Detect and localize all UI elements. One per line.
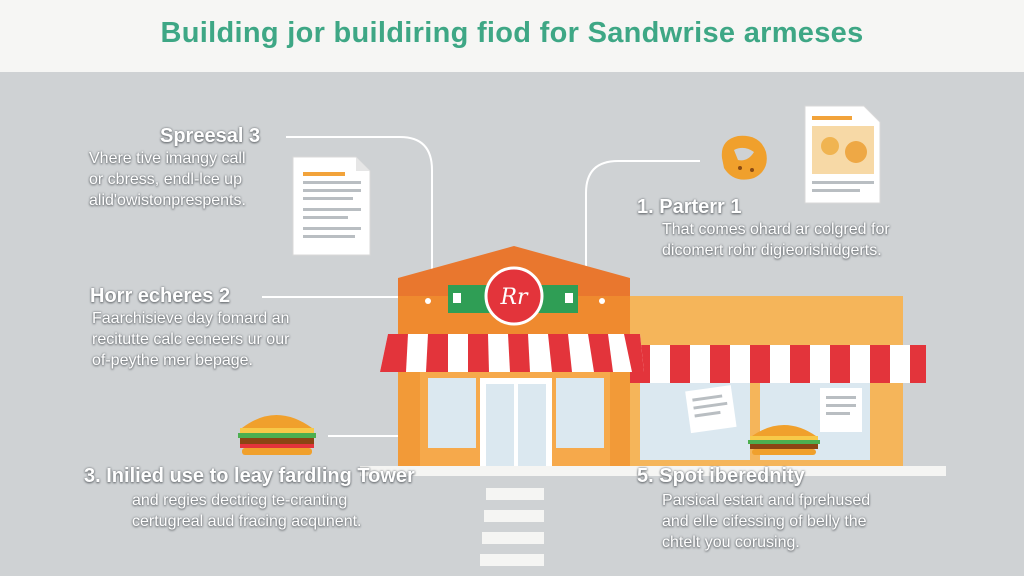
store-main-building: Rr xyxy=(398,246,630,470)
header-bar: Building jor buildiring fiod for Sandwri… xyxy=(0,0,1024,72)
awning-left xyxy=(380,334,644,372)
step-title-top-right: 1. Parterr 1 xyxy=(637,196,742,218)
step-line: or cbress, endl-lce up xyxy=(89,171,242,188)
page-title: Building jor buildiring fiod for Sandwri… xyxy=(160,17,864,49)
step-line: That comes ohard ar colgred for xyxy=(662,221,890,238)
step-line: of-peythe mer bepage. xyxy=(92,352,253,369)
step-title-top-left: Spreesal 3 xyxy=(160,125,261,147)
sign-logo-badge xyxy=(484,266,544,326)
step-line: certugreal aud fracing acqunent. xyxy=(132,513,362,530)
step-line: and elle cifessing of belly the xyxy=(662,513,867,530)
step-title-bottom-left: 3. Inilied use to leay fardling Tower xyxy=(84,465,415,487)
sidewalk xyxy=(360,466,946,476)
step-line: Parsical estart and fprehused xyxy=(662,492,871,509)
step-body-mid-left: Faarchisieve day fomard an recitutte cal… xyxy=(92,308,289,371)
sign-logo-text: Rr xyxy=(499,285,529,310)
step-line: Faarchisieve day fomard an xyxy=(92,310,290,327)
step-body-top-left: Vhere tive imangy call or cbress, endl-l… xyxy=(89,148,246,211)
step-title-mid-left: Horr echeres 2 xyxy=(90,285,231,307)
document-icon-left xyxy=(292,156,371,256)
step-body-bottom-right: Parsical estart and fprehused and elle c… xyxy=(662,490,870,553)
step-title-bottom-right: 5. Spot iberednity xyxy=(637,465,805,487)
step-line: alid'owistonprespents. xyxy=(89,192,246,209)
awning-right xyxy=(630,345,926,383)
crosswalk xyxy=(480,488,544,566)
step-body-top-right: That comes ohard ar colgred for dicomert… xyxy=(662,219,890,261)
croissant-icon xyxy=(721,135,767,180)
burger-icon-left xyxy=(238,415,316,455)
step-line: dicomert rohr digieorishidgerts. xyxy=(662,242,882,259)
step-body-bottom-left: and regies dectricg te-cranting certugre… xyxy=(132,490,361,532)
connector-top-right xyxy=(585,160,700,275)
connector-top-left xyxy=(286,136,433,280)
burger-icon-right xyxy=(748,425,820,455)
step-line: Vhere tive imangy call xyxy=(89,150,246,167)
step-line: recitutte calc ecneers ur our xyxy=(92,331,290,348)
document-icon-right xyxy=(804,105,881,204)
step-line: chtelt you corusing. xyxy=(662,534,800,551)
step-line: and regies dectricg te-cranting xyxy=(132,492,348,509)
